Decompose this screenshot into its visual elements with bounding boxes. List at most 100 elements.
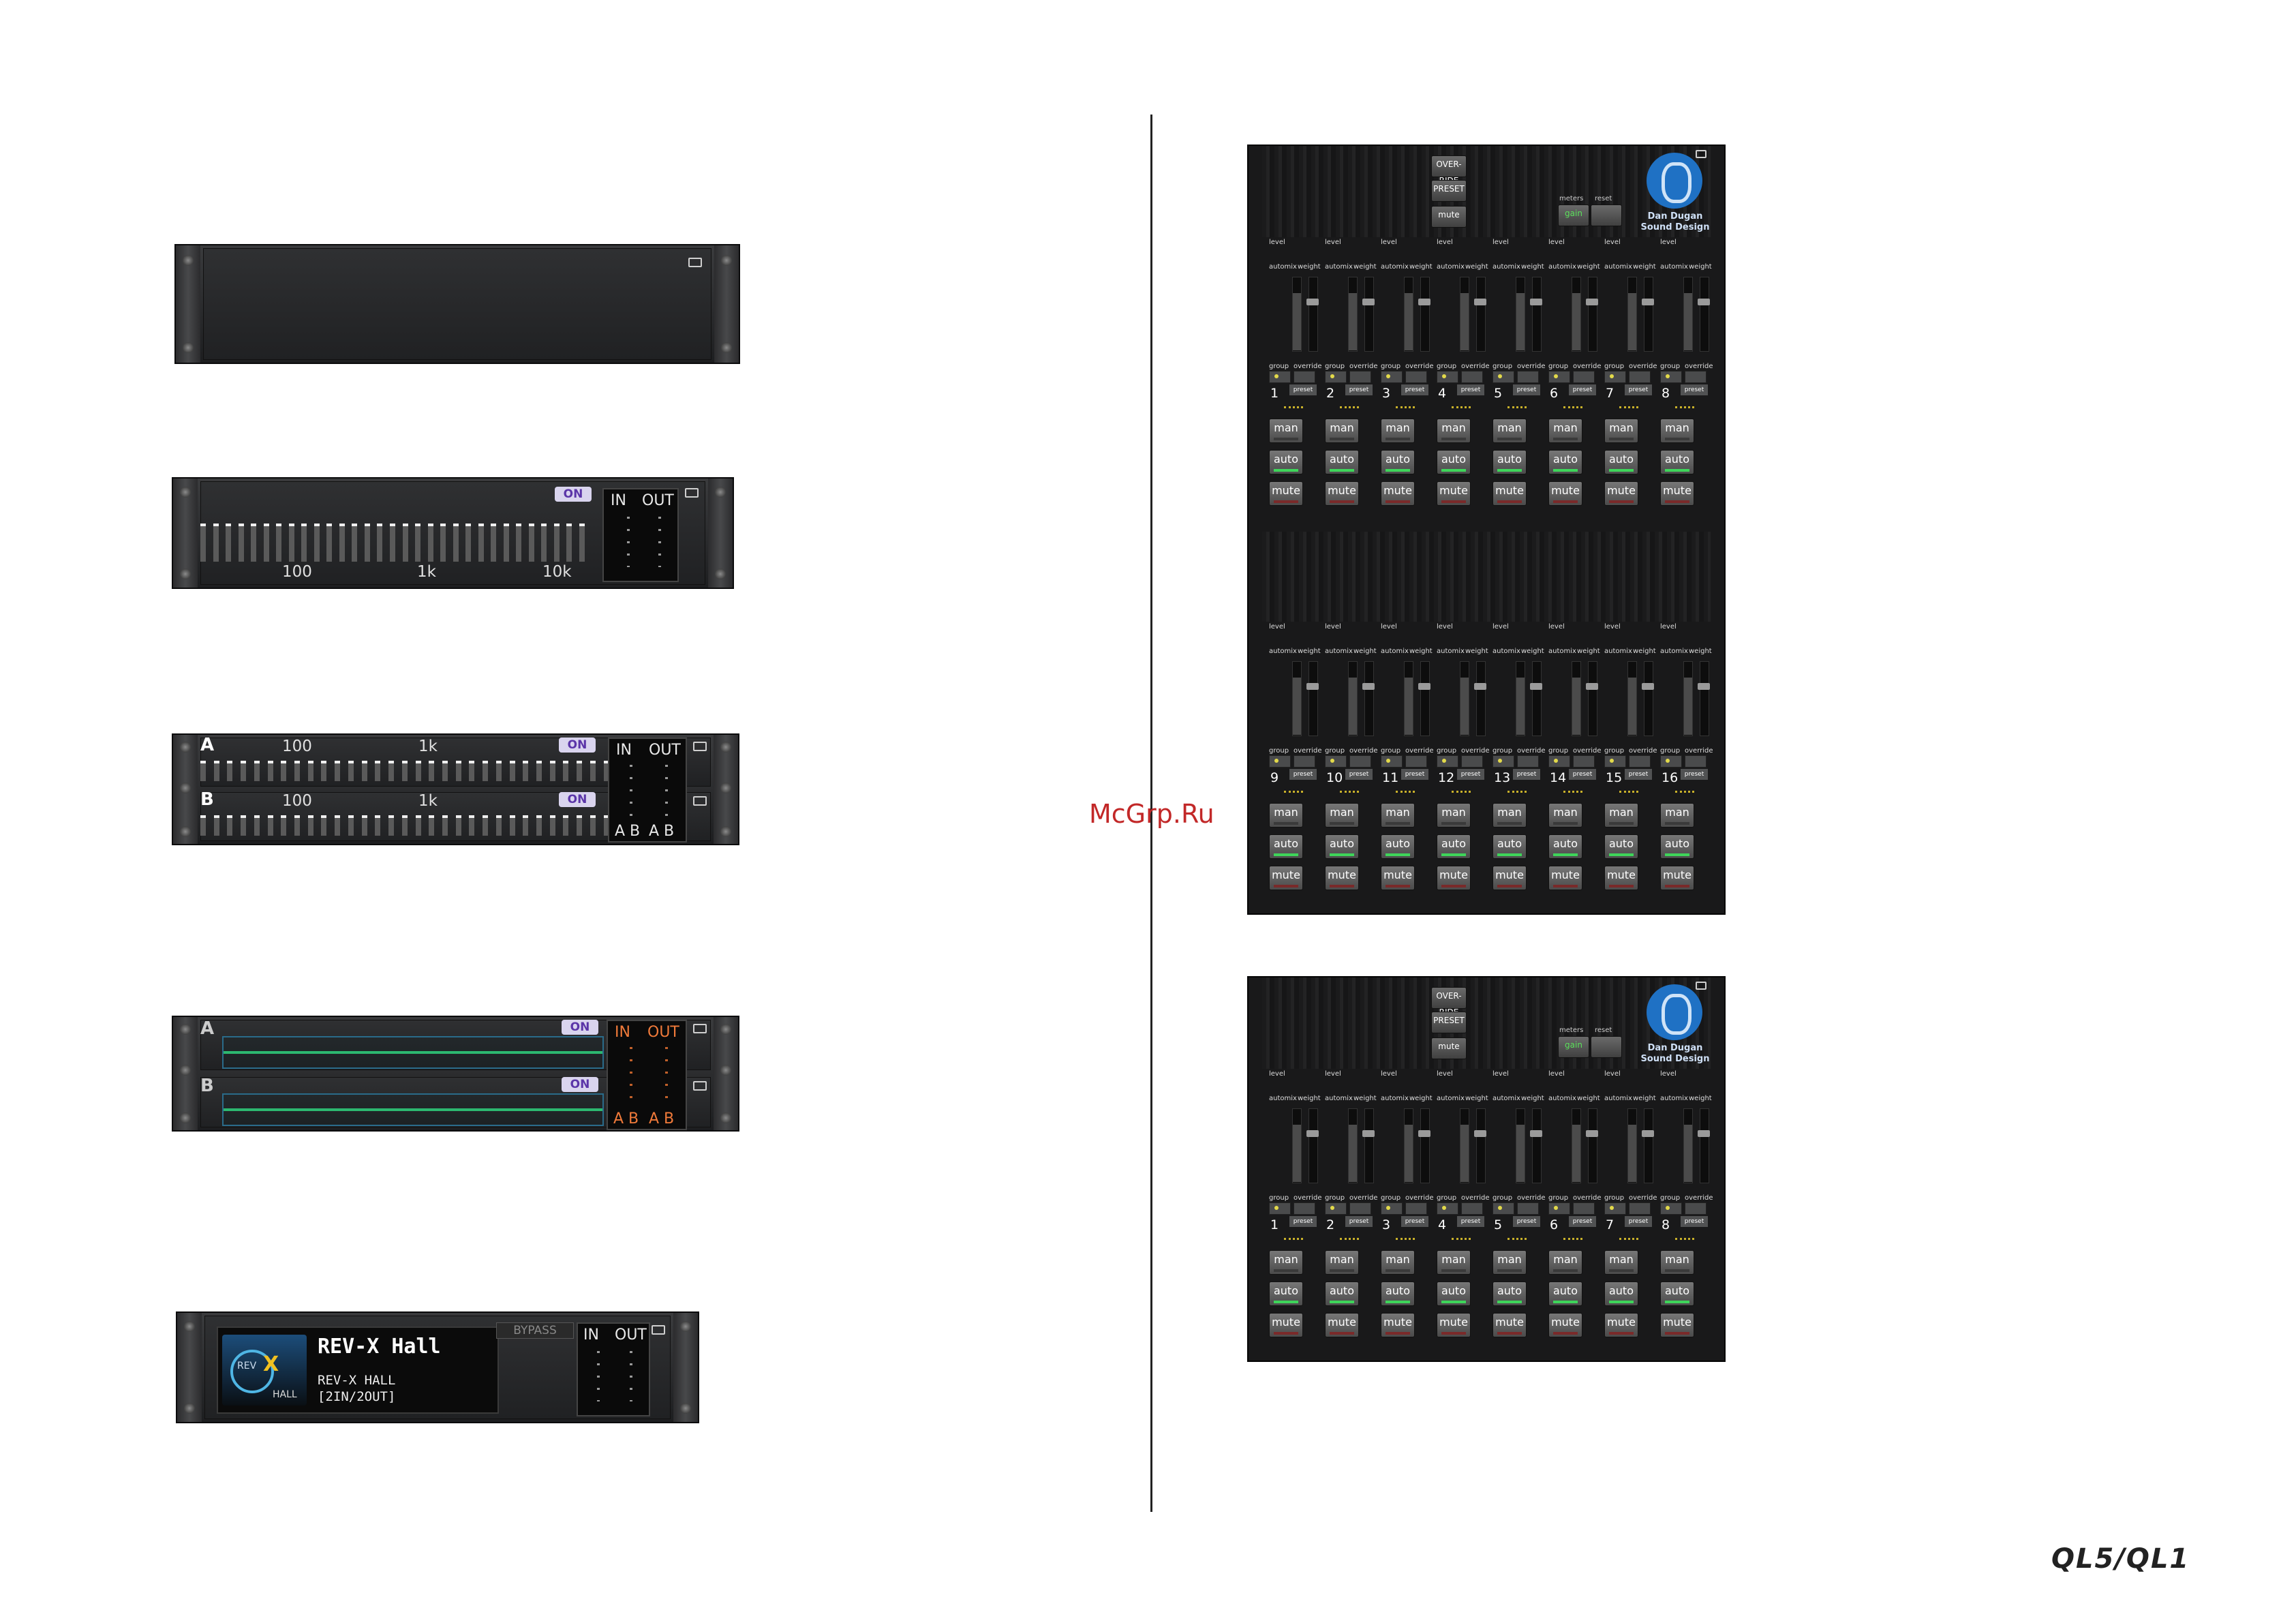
weight-fader-knob[interactable] xyxy=(1474,1130,1486,1137)
auto-button[interactable]: auto xyxy=(1604,450,1638,474)
override-button[interactable] xyxy=(1405,755,1427,768)
auto-button[interactable]: auto xyxy=(1437,1281,1471,1306)
mute-button[interactable]: mute xyxy=(1437,866,1471,890)
man-button[interactable]: man xyxy=(1660,1250,1694,1275)
override-button[interactable] xyxy=(1517,371,1539,383)
mute-button[interactable]: mute xyxy=(1660,866,1694,890)
override-button[interactable] xyxy=(1573,371,1595,383)
man-button[interactable]: man xyxy=(1325,803,1359,828)
eq-band-fader[interactable] xyxy=(389,524,395,562)
edit-icon-a[interactable] xyxy=(693,1024,707,1033)
eq-band-fader[interactable] xyxy=(536,815,542,836)
mute-button[interactable]: mute xyxy=(1325,866,1359,890)
group-button[interactable] xyxy=(1548,1202,1570,1215)
eq-band-fader[interactable] xyxy=(263,524,269,562)
group-button[interactable] xyxy=(1269,371,1291,383)
eq-band-fader[interactable] xyxy=(440,524,446,562)
on-button-a[interactable]: ON xyxy=(559,738,596,753)
man-button[interactable]: man xyxy=(1548,803,1582,828)
mute-button[interactable]: mute xyxy=(1660,1313,1694,1337)
eq-band-fader[interactable] xyxy=(523,761,529,781)
weight-fader-knob[interactable] xyxy=(1586,299,1598,305)
eq-fader-row-a[interactable] xyxy=(200,761,609,781)
eq-band-fader[interactable] xyxy=(254,761,260,781)
mute-button[interactable]: mute xyxy=(1660,481,1694,506)
auto-button[interactable]: auto xyxy=(1660,1281,1694,1306)
group-button[interactable] xyxy=(1437,1202,1458,1215)
preset-button[interactable]: preset xyxy=(1401,1216,1428,1227)
weight-fader-knob[interactable] xyxy=(1698,683,1710,690)
eq-band-fader[interactable] xyxy=(536,761,542,781)
on-button-b[interactable]: ON xyxy=(562,1077,598,1092)
eq-band-fader[interactable] xyxy=(478,524,484,562)
weight-fader[interactable] xyxy=(1588,661,1597,736)
override-button[interactable] xyxy=(1685,371,1706,383)
man-button[interactable]: man xyxy=(1660,803,1694,828)
man-button[interactable]: man xyxy=(1381,803,1415,828)
eq-band-fader[interactable] xyxy=(251,524,257,562)
weight-fader[interactable] xyxy=(1644,277,1653,352)
auto-button[interactable]: auto xyxy=(1269,450,1303,474)
eq-band-fader[interactable] xyxy=(335,761,341,781)
eq-band-fader[interactable] xyxy=(294,761,301,781)
eq-band-fader[interactable] xyxy=(453,524,459,562)
eq-band-fader[interactable] xyxy=(603,815,609,836)
weight-fader-knob[interactable] xyxy=(1698,299,1710,305)
eq-band-fader[interactable] xyxy=(321,815,327,836)
eq-band-fader[interactable] xyxy=(579,524,585,562)
weight-fader-knob[interactable] xyxy=(1642,1130,1654,1137)
eq-band-fader[interactable] xyxy=(339,524,345,562)
override-button[interactable] xyxy=(1294,371,1315,383)
man-button[interactable]: man xyxy=(1381,1250,1415,1275)
man-button[interactable]: man xyxy=(1269,419,1303,443)
preset-button[interactable]: preset xyxy=(1625,1216,1652,1227)
man-button[interactable]: man xyxy=(1493,419,1527,443)
group-button[interactable] xyxy=(1381,755,1403,768)
weight-fader-knob[interactable] xyxy=(1642,683,1654,690)
eq-band-fader[interactable] xyxy=(321,761,327,781)
group-button[interactable] xyxy=(1381,371,1403,383)
eq-band-fader[interactable] xyxy=(361,815,367,836)
preset-button[interactable]: preset xyxy=(1289,384,1317,395)
eq-band-fader[interactable] xyxy=(401,761,408,781)
eq-band-fader[interactable] xyxy=(495,761,502,781)
eq-band-fader[interactable] xyxy=(375,761,381,781)
weight-fader-knob[interactable] xyxy=(1530,299,1542,305)
eq-band-fader[interactable] xyxy=(213,815,219,836)
preset-button[interactable]: preset xyxy=(1289,769,1317,780)
group-button[interactable] xyxy=(1548,371,1570,383)
auto-button[interactable]: auto xyxy=(1493,450,1527,474)
eq-band-fader[interactable] xyxy=(590,815,596,836)
eq-band-fader[interactable] xyxy=(307,815,313,836)
weight-fader-knob[interactable] xyxy=(1530,683,1542,690)
group-button[interactable] xyxy=(1269,755,1291,768)
eq-band-fader[interactable] xyxy=(213,524,219,562)
eq-band-fader[interactable] xyxy=(361,761,367,781)
eq-band-fader[interactable] xyxy=(577,815,583,836)
weight-fader[interactable] xyxy=(1308,661,1318,736)
eq-band-fader[interactable] xyxy=(267,815,273,836)
override-button[interactable] xyxy=(1349,371,1371,383)
man-button[interactable]: man xyxy=(1604,1250,1638,1275)
man-button[interactable]: man xyxy=(1493,803,1527,828)
eq-band-fader[interactable] xyxy=(364,524,370,562)
eq-band-fader[interactable] xyxy=(254,815,260,836)
preset-button[interactable]: preset xyxy=(1681,384,1708,395)
man-button[interactable]: man xyxy=(1548,419,1582,443)
reset-button[interactable] xyxy=(1591,1036,1622,1058)
auto-button[interactable]: auto xyxy=(1325,450,1359,474)
mute-button[interactable]: mute xyxy=(1548,481,1582,506)
eq-band-fader[interactable] xyxy=(442,815,448,836)
eq-band-fader[interactable] xyxy=(375,815,381,836)
eq-band-fader[interactable] xyxy=(415,761,421,781)
eq-band-fader[interactable] xyxy=(509,761,515,781)
mute-button[interactable]: mute xyxy=(1604,481,1638,506)
override-button[interactable] xyxy=(1517,755,1539,768)
eq-band-fader[interactable] xyxy=(238,524,244,562)
weight-fader-knob[interactable] xyxy=(1306,683,1319,690)
eq-band-fader[interactable] xyxy=(388,815,395,836)
eq-band-fader[interactable] xyxy=(429,815,435,836)
eq-band-fader[interactable] xyxy=(455,761,461,781)
preset-button[interactable]: preset xyxy=(1625,769,1652,780)
auto-button[interactable]: auto xyxy=(1660,450,1694,474)
